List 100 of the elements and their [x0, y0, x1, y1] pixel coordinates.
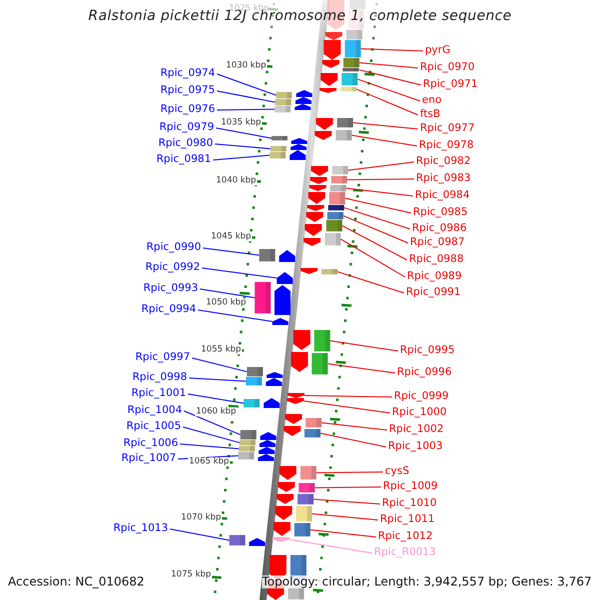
gene-label: Rpic_1010 [382, 498, 437, 510]
gene-box [238, 452, 254, 460]
leader-line [330, 340, 398, 352]
gene-block [296, 90, 312, 97]
gene-block [266, 378, 282, 386]
gene-block [264, 398, 280, 408]
gene-label: Rpic_0980 [158, 138, 213, 150]
gene-block [304, 224, 322, 236]
gene-label: Rpic_0979 [159, 122, 214, 134]
gene-label: cysS [385, 466, 410, 478]
gene-block [320, 88, 336, 93]
footer-note: Topology: circular; Length: 3,942,557 bp; Genes: 3,767 [262, 575, 592, 589]
leader-line [342, 225, 408, 260]
scale-label: 1050 kbp [205, 298, 248, 308]
gene-box [330, 185, 346, 192]
leader-line [357, 78, 420, 102]
gene-label: Rpic_0971 [423, 79, 478, 91]
gene-box [344, 40, 361, 58]
gene-label: Rpic_1012 [378, 531, 433, 543]
gene-box [254, 282, 271, 314]
gene-box [298, 494, 314, 504]
gene-box [240, 430, 256, 440]
gene-block [273, 522, 290, 536]
leader-line [170, 528, 230, 541]
leader-line [180, 444, 240, 450]
leader-line [352, 122, 418, 130]
gene-block [259, 440, 276, 447]
scale-label: 1065 kbp [188, 457, 230, 467]
gene-label: Rpic_1003 [388, 441, 443, 453]
gene-label: Rpic_0987 [410, 237, 465, 249]
gene-box [346, 30, 362, 40]
leader-line [310, 529, 376, 538]
gene-label: Rpic_1002 [389, 424, 444, 436]
leader-line [312, 513, 378, 520]
gene-block [306, 212, 324, 222]
leader-line [304, 395, 392, 398]
scale-label: 1055 kbp [200, 345, 242, 355]
gene-label: Rpic_0985 [413, 207, 468, 219]
gene-label: Rpic_1000 [392, 407, 447, 419]
leader-line [321, 422, 388, 430]
scale-label: 1030 kbp [225, 61, 268, 71]
gene-box [244, 399, 260, 408]
scale-label: 1070 kbp [180, 513, 222, 523]
leader-line [346, 188, 414, 196]
leader-line [360, 48, 424, 52]
gene-block [284, 426, 301, 436]
gene-box [229, 535, 246, 546]
leader-line [358, 69, 422, 86]
gene-label: eno [422, 95, 442, 107]
gene-block [279, 250, 296, 262]
scale-label: 1035 kbp [220, 118, 262, 128]
leader-line [212, 154, 270, 160]
gene-box [312, 353, 328, 374]
leader-line [316, 472, 384, 474]
gene-label: Rpic_0981 [156, 154, 211, 166]
leader-line [216, 128, 272, 139]
gene-block [294, 104, 311, 110]
gene-block [310, 177, 328, 184]
leader-line [348, 162, 414, 171]
leader-line [358, 62, 418, 68]
gene-block [286, 398, 304, 404]
gene-label: Rpic_0975 [160, 85, 215, 97]
gene-label: Rpic_0995 [400, 345, 455, 357]
leader-line [351, 134, 418, 146]
gene-block [266, 372, 283, 378]
gene-label: Rpic_0974 [160, 68, 215, 80]
scale-label: 1045 kbp [210, 232, 252, 242]
gene-box [271, 136, 288, 140]
gene-label: Rpic_0994 [141, 304, 196, 316]
leader-line [216, 74, 276, 96]
gene-box [246, 367, 263, 376]
gene-label: Rpic_0988 [409, 254, 464, 266]
gene-label: Rpic_R0013 [374, 547, 436, 559]
gene-label: Rpic_0978 [419, 140, 474, 152]
gene-block [287, 393, 304, 398]
gene-block [295, 97, 312, 104]
leader-line [342, 215, 408, 244]
gene-block [258, 454, 274, 461]
gene-box [238, 446, 255, 452]
gene-block [304, 238, 321, 246]
gene-block [249, 538, 266, 546]
gene-label: Rpic_0992 [145, 262, 200, 274]
gene-box [298, 483, 315, 492]
leader-line [356, 88, 418, 116]
gene-label: Rpic_0991 [406, 287, 461, 299]
gene-box [304, 429, 320, 438]
footer-note: Accession: NC_010682 [8, 575, 144, 589]
gene-label: Rpic_0977 [420, 123, 475, 135]
gene-block [314, 131, 332, 140]
gene-label: Rpic_0970 [420, 62, 475, 74]
gene-block [285, 414, 302, 424]
gene-label: Rpic_0998 [132, 372, 187, 384]
gene-label: Rpic_1013 [113, 523, 168, 535]
gene-label: Rpic_1007 [121, 453, 176, 465]
gene-box [276, 92, 292, 98]
leader-line [188, 394, 244, 404]
gene-block [316, 118, 333, 130]
gene-label: Rpic_0996 [397, 367, 452, 379]
gene-box [337, 118, 354, 128]
leader-line [313, 498, 380, 504]
